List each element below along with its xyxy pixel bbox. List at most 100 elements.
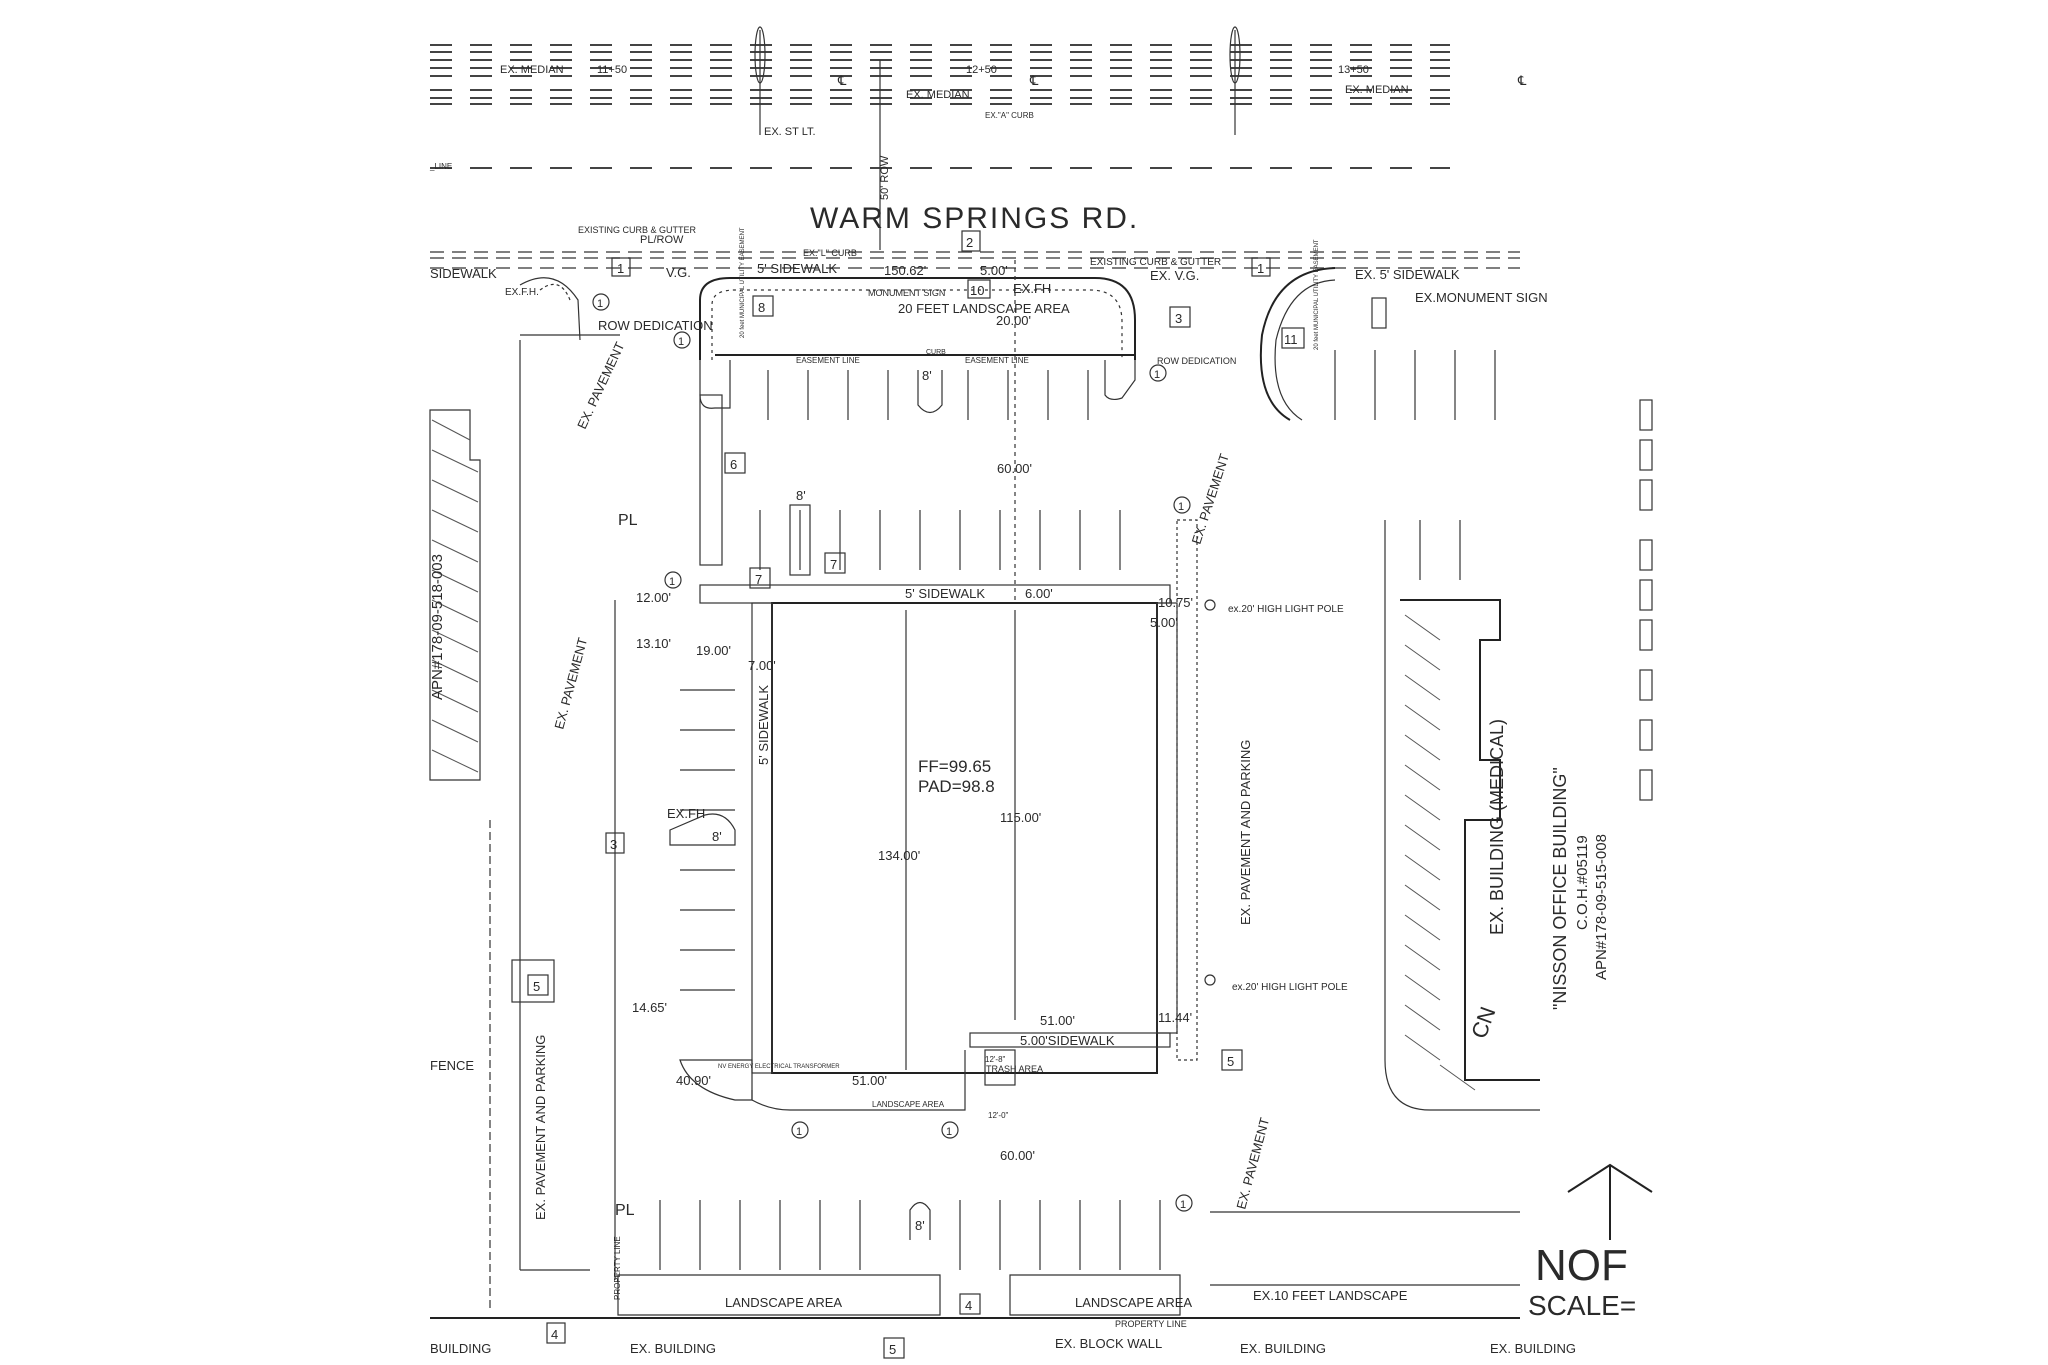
dim-8-top: 8' (922, 368, 932, 383)
dim-134: 134.00' (878, 848, 920, 863)
dim-12: 12.00' (636, 590, 671, 605)
ex-fh-center-label: EX.FH (1013, 281, 1051, 296)
east-parking-stripes (1334, 350, 1496, 580)
keynote-11: 11 (1284, 332, 1298, 347)
building-partial-label: BUILDING (430, 1341, 491, 1356)
line-tag: _LINE (429, 162, 452, 171)
ex-pavement-parking-left: EX. PAVEMENT AND PARKING (533, 1035, 548, 1220)
a-curb-label: EX."A" CURB (985, 111, 1034, 120)
sidewalk-north-label: 5' SIDEWALK (905, 586, 985, 601)
keynote-8: 8 (758, 300, 765, 315)
light-pole-1-label: ex.20' HIGH LIGHT POLE (1228, 604, 1344, 615)
dim-8-stall: 8' (796, 488, 806, 503)
dim-60-bottom: 60.00' (1000, 1148, 1035, 1163)
ex-pavement-label-2: EX. PAVEMENT (551, 636, 590, 731)
median-label-3: EX. MEDIAN (1345, 84, 1409, 96)
scale-label: SCALE= (1528, 1290, 1636, 1321)
east-planter (1176, 519, 1198, 1061)
centerline-mark-2: ℄ (837, 73, 847, 88)
centerline-mark-3: ℄ (1517, 73, 1527, 88)
coh-label: C.O.H.#05119 (1574, 835, 1591, 930)
ex-fh-left-label: EX.F.H. (505, 287, 539, 298)
apn-left-label: APN#178-09-518-003 (429, 554, 446, 700)
keynote-1-a: 1 (617, 261, 624, 276)
dim-60-top: 60.00' (997, 461, 1032, 476)
dim-6-00: 6.00' (1025, 586, 1053, 601)
dim-11-44: 11.44' (1158, 1010, 1192, 1025)
easement-line-label-2: EASEMENT LINE (965, 356, 1029, 365)
dim-150-62: 150.62' (884, 263, 926, 278)
west-sidewalk (751, 602, 773, 1074)
existing-curb-right: EXISTING CURB & GUTTER (1090, 257, 1221, 268)
circled-1-c: 1 (1154, 369, 1160, 381)
existing-curb-left: EXISTING CURB & GUTTER (578, 225, 697, 235)
circled-1-g: 1 (946, 1126, 952, 1138)
ff-label: FF=99.65 (918, 757, 991, 776)
pad-label: PAD=98.8 (918, 777, 995, 796)
dim-51-top: 51.00' (1040, 1013, 1075, 1028)
keynote-3-a: 3 (1175, 311, 1182, 326)
utility-easement-label: 20 feet MUNICIPAL UTILITY EASEMENT (740, 227, 746, 338)
ex-monument-sign-symbol (1371, 297, 1387, 329)
ex-pavement-label-3: EX. PAVEMENT (1189, 452, 1232, 546)
dim-51-bottom: 51.00' (852, 1073, 887, 1088)
light-pole-2-label: ex.20' HIGH LIGHT POLE (1232, 982, 1348, 993)
pl-mark-1: PL (618, 512, 638, 529)
north-parking-stripes (759, 370, 1121, 570)
keynote-4-a: 4 (965, 1298, 972, 1313)
ex-pavement-label-1: EX. PAVEMENT (574, 340, 627, 432)
trash-enclosure (984, 1049, 1016, 1086)
dim-7: 7.00' (748, 658, 776, 673)
circled-keynote-1-group: 1 1 1 1 1 1 1 1 (592, 293, 1193, 1212)
landscape-area-south-2: LANDSCAPE AREA (1075, 1295, 1192, 1310)
circled-1-b: 1 (678, 336, 684, 348)
south-parking-stripes (659, 1200, 1161, 1270)
ex-pavement-parking-right: EX. PAVEMENT AND PARKING (1238, 740, 1253, 925)
row-width-label: 50' ROW (879, 155, 891, 200)
circled-1-e: 1 (669, 576, 675, 588)
sidewalk-5-label: 5' SIDEWALK (757, 261, 837, 276)
dim-5-00: 5.00' (980, 263, 1008, 278)
sidewalk-west-label: 5' SIDEWALK (756, 685, 771, 765)
sidewalk-south-label: 5.00'SIDEWALK (1020, 1033, 1115, 1048)
road-name: WARM SPRINGS RD. (810, 202, 1139, 235)
property-line-left: PROPERTY LINE (613, 1236, 622, 1300)
medical-building-hatch (1404, 614, 1476, 1091)
dim-20-00: 20.00' (996, 313, 1031, 328)
station-2: 12+50 (966, 64, 997, 76)
median-label-1: EX. MEDIAN (500, 64, 564, 76)
ex-building-label-3: EX. BUILDING (1490, 1341, 1576, 1356)
circled-1-h: 1 (1180, 1199, 1186, 1211)
landscape-south-label: LANDSCAPE AREA (872, 1100, 945, 1109)
keynote-1-b: 1 (1257, 261, 1264, 276)
landscape-area-south-1: LANDSCAPE AREA (725, 1295, 842, 1310)
property-line-bottom: PROPERTY LINE (1115, 1319, 1187, 1329)
dim-14-65: 14.65' (632, 1000, 667, 1015)
ex-block-wall-label: EX. BLOCK WALL (1055, 1336, 1162, 1351)
pl-mark-2: PL (615, 1202, 635, 1219)
road-lines (430, 26, 1520, 269)
fence-label: FENCE (430, 1058, 474, 1073)
station-3: 13+50 (1338, 64, 1369, 76)
keynote-7-b: 7 (755, 572, 762, 587)
circled-1-d: 1 (1178, 501, 1184, 513)
west-planter-north (699, 394, 723, 566)
ex-10-landscape-label: EX.10 FEET LANDSCAPE (1253, 1288, 1408, 1303)
ex-pavement-label-4: EX. PAVEMENT (1233, 1116, 1272, 1211)
nisson-label: "NISSON OFFICE BUILDING" (1550, 767, 1570, 1010)
dim-8-fh: 8' (712, 829, 722, 844)
medical-building-label: EX. BUILDING (MEDICAL) (1487, 719, 1507, 935)
circled-1-a: 1 (597, 298, 603, 310)
left-building-hatch (431, 419, 479, 773)
l-curb-label: EX."L" CURB (803, 248, 857, 258)
row-dedication-right: ROW DEDICATION (1157, 356, 1236, 366)
keynote-7-a: 7 (830, 557, 837, 572)
curb-label: CURB (926, 349, 946, 356)
ex-vg-label: EX. V.G. (1150, 268, 1199, 283)
landscape-20-label: 20 FEET LANDSCAPE AREA (898, 301, 1070, 316)
right-edge-schedule (1639, 399, 1653, 801)
circled-1-f: 1 (796, 1126, 802, 1138)
easement-line-label-1: EASEMENT LINE (796, 356, 860, 365)
ex-sidewalk-right-label: EX. 5' SIDEWALK (1355, 267, 1460, 282)
